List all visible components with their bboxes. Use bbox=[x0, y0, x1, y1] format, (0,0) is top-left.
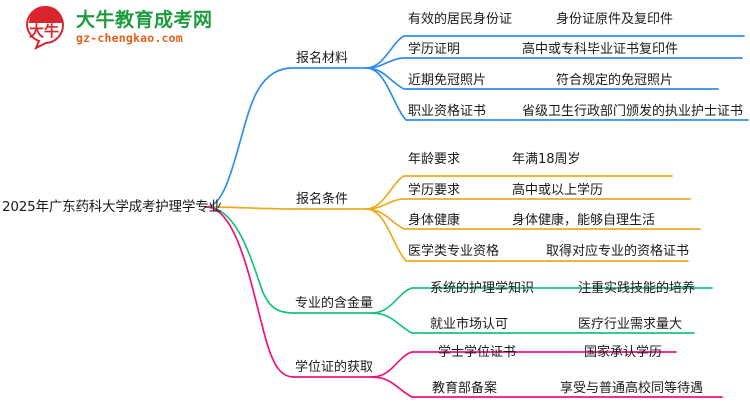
branch-label-baomingtiaojian[interactable]: 报名条件 bbox=[296, 192, 349, 207]
leaf-detail[interactable]: 省级卫生行政部门颁发的执业护士证书 bbox=[522, 104, 744, 119]
leaf-detail[interactable]: 注重实践技能的培养 bbox=[578, 281, 696, 296]
leaf-label[interactable]: 有效的居民身份证 bbox=[408, 12, 513, 27]
leaf-detail[interactable]: 身份证原件及复印件 bbox=[556, 12, 674, 27]
leaf-label[interactable]: 学历证明 bbox=[408, 42, 461, 57]
leaf-label[interactable]: 就业市场认可 bbox=[430, 317, 509, 332]
logo-subtitle: gz-chengkao.com bbox=[76, 31, 183, 46]
branch-label-hanjinliang[interactable]: 专业的含金量 bbox=[295, 296, 374, 311]
leaf-detail[interactable]: 高中或专科毕业证书复印件 bbox=[522, 42, 679, 57]
svg-text:大牛: 大牛 bbox=[29, 22, 59, 40]
root-node[interactable]: 2025年广东药科大学成考护理学专业 bbox=[2, 199, 222, 215]
leaf-label[interactable]: 身体健康 bbox=[408, 213, 461, 228]
leaf-label[interactable]: 学士学位证书 bbox=[438, 345, 517, 360]
leaf-detail[interactable]: 年满18周岁 bbox=[512, 152, 581, 167]
branch-label-xueweizheng[interactable]: 学位证的获取 bbox=[295, 360, 374, 375]
leaf-label[interactable]: 年龄要求 bbox=[408, 152, 461, 167]
logo-title: 大牛教育成考网 bbox=[76, 9, 213, 32]
leaf-detail[interactable]: 享受与普通高校同等待遇 bbox=[560, 381, 704, 396]
leaf-detail[interactable]: 国家承认学历 bbox=[584, 345, 663, 360]
branch-label-baomingcailiao[interactable]: 报名材料 bbox=[296, 51, 349, 66]
leaf-detail[interactable]: 取得对应专业的资格证书 bbox=[546, 244, 690, 259]
leaf-label[interactable]: 教育部备案 bbox=[432, 381, 498, 396]
leaf-label[interactable]: 职业资格证书 bbox=[408, 104, 487, 119]
leaf-label[interactable]: 学历要求 bbox=[408, 183, 461, 198]
leaf-label[interactable]: 医学类专业资格 bbox=[408, 244, 500, 259]
leaf-detail[interactable]: 符合规定的免冠照片 bbox=[556, 73, 674, 88]
leaf-label[interactable]: 近期免冠照片 bbox=[408, 73, 487, 88]
leaf-label[interactable]: 系统的护理学知识 bbox=[430, 281, 535, 296]
leaf-detail[interactable]: 高中或以上学历 bbox=[512, 183, 604, 198]
logo-mark-icon: 大牛 bbox=[24, 6, 70, 51]
site-logo: 大牛 大牛教育成考网 gz-chengkao.com bbox=[24, 6, 213, 51]
leaf-detail[interactable]: 身体健康，能够自理生活 bbox=[512, 213, 656, 228]
leaf-detail[interactable]: 医疗行业需求量大 bbox=[578, 317, 683, 332]
